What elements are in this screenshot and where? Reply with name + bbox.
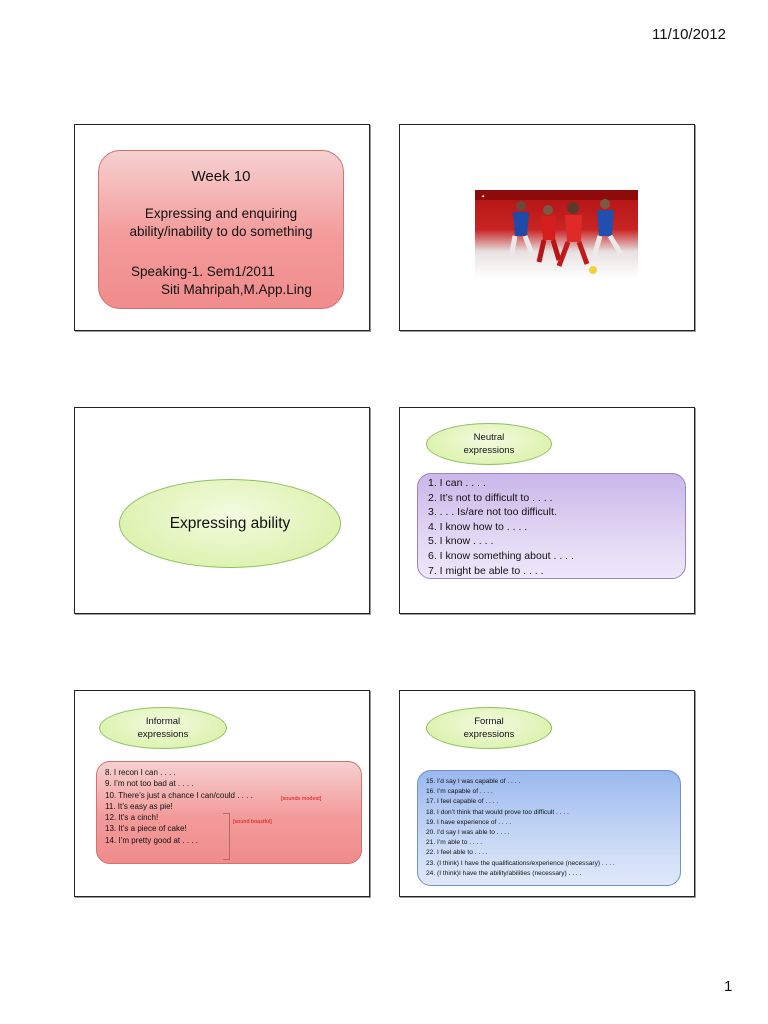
expressions-box: 1. I can . . . . 2. It’s not to difficul… (417, 473, 686, 579)
subtitle-line-1: Expressing and enquiring (144, 206, 298, 221)
svg-text:✦: ✦ (481, 194, 485, 200)
section-oval: Expressing ability (119, 479, 341, 568)
category-label-oval: Neutral expressions (426, 423, 552, 465)
list-item: 8. I recon I can . . . . (105, 768, 176, 777)
photo-illustration: ✦ (475, 190, 638, 278)
list-item: 20. I’d say I was able to . . . . (426, 829, 510, 837)
list-item: 7. I might be able to . . . . (428, 564, 544, 577)
list-item: 18. I don’t think that would prove too d… (426, 808, 569, 816)
section-title: Expressing ability (169, 514, 291, 532)
note-sound-boastful: [sound boastful] (233, 819, 272, 825)
bracket-divider (223, 813, 230, 860)
category-label-oval: Informal expressions (99, 707, 227, 749)
list-item: 14. I’m pretty good at . . . . (105, 835, 198, 845)
expressions-list: 15. I’d say I was capable of . . . . 16.… (426, 777, 615, 879)
subtitle-line-2: ability/inability to do something (129, 224, 313, 239)
expressions-box: 15. I’d say I was capable of . . . . 16.… (417, 770, 681, 886)
expressions-list: 1. I can . . . . 2. It’s not to difficul… (428, 476, 574, 578)
title-box: Week 10 Expressing and enquiring ability… (98, 150, 344, 309)
category-label-line-1: Neutral (473, 432, 505, 443)
list-item: 11. It’s easy as pie! (105, 801, 173, 811)
list-item: 15. I’d say I was capable of . . . . (426, 778, 521, 785)
slide-2: ✦ (399, 124, 695, 331)
list-item: 10. There’s just a chance I can/could . … (105, 790, 253, 800)
list-item: 24. (I think)I have the ability/abilitie… (426, 869, 582, 877)
football-players-photo: ✦ (475, 190, 638, 278)
page-date: 11/10/2012 (652, 26, 726, 43)
list-item: 12. It’s a cinch! (105, 813, 159, 823)
list-item: 21. I’m able to . . . . (426, 839, 483, 847)
list-item: 5. I know . . . . (428, 535, 494, 548)
slide-5: Informal expressions 8. I recon I can . … (74, 690, 370, 897)
category-label-line-2: expressions (463, 729, 515, 740)
list-item: 22. I feel able to . . . . (426, 849, 488, 857)
slide-3: Expressing ability (74, 407, 370, 614)
expressions-box: 8. I recon I can . . . . 9. I’m not too … (96, 761, 362, 864)
page-number: 1 (724, 978, 733, 995)
category-label-oval: Formal expressions (426, 707, 552, 749)
expressions-list: 8. I recon I can . . . . 9. I’m not too … (105, 767, 253, 846)
slide-subtitle: Expressing and enquiring ability/inabili… (109, 205, 333, 241)
category-label-line-1: Informal (145, 716, 181, 727)
slide-1: Week 10 Expressing and enquiring ability… (74, 124, 370, 331)
list-item: 1. I can . . . . (428, 477, 486, 489)
list-item: 19. I have experience of . . . . (426, 818, 512, 826)
author-label: Siti Mahripah,M.App.Ling (161, 282, 312, 297)
list-item: 2. It’s not to difficult to . . . . (428, 491, 553, 504)
category-label-line-2: expressions (463, 445, 515, 456)
slide-6: Formal expressions 15. I’d say I was cap… (399, 690, 695, 897)
list-item: 4. I know how to . . . . (428, 520, 528, 533)
category-label-line-2: expressions (137, 729, 189, 740)
list-item: 23. (I think) I have the qualifications/… (426, 859, 615, 867)
list-item: 16. I’m capable of . . . . (426, 788, 493, 796)
list-item: 9. I’m not too bad at . . . . (105, 779, 194, 789)
list-item: 17. I feel capable of . . . . (426, 798, 499, 806)
slide-4: Neutral expressions 1. I can . . . . 2. … (399, 407, 695, 614)
list-item: 13. It’s a piece of cake! (105, 824, 187, 834)
slide-title: Week 10 (191, 168, 251, 185)
note-sounds-modest: [sounds modest] (281, 796, 322, 802)
category-label-line-1: Formal (474, 716, 504, 727)
course-label: Speaking-1. Sem1/2011 (131, 264, 275, 279)
list-item: 3. . . . Is/are not too difficult. (428, 506, 557, 519)
list-item: 6. I know something about . . . . (428, 549, 574, 562)
